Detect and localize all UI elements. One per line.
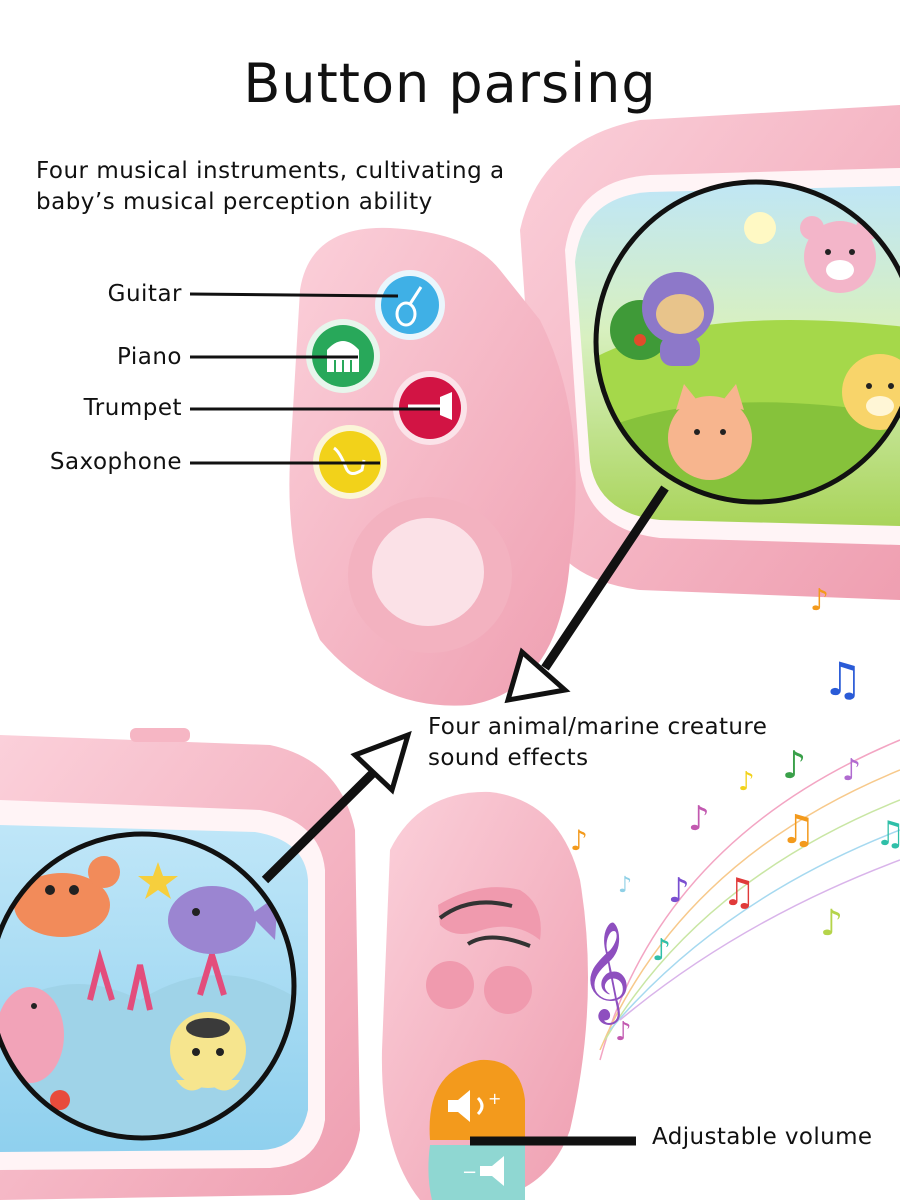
svg-text:♪: ♪ — [615, 1017, 632, 1047]
label-saxophone: Saxophone — [49, 449, 182, 475]
svg-text:♫: ♫ — [822, 652, 863, 706]
label-trumpet: Trumpet — [83, 395, 182, 421]
svg-text:♪: ♪ — [618, 873, 632, 898]
starfish-character — [138, 862, 178, 899]
intro-text: Four musical instruments, cultivating a … — [36, 158, 505, 215]
bottom-toy-grip — [381, 791, 588, 1200]
bottom-magnifier-circle — [0, 831, 297, 1141]
volume-up-button[interactable]: + — [429, 1059, 525, 1140]
guitar-button[interactable] — [375, 270, 445, 340]
svg-text:♪: ♪ — [820, 903, 843, 944]
top-magnifier-circle — [593, 179, 900, 505]
svg-text:♫: ♫ — [875, 814, 900, 854]
svg-text:♪: ♪ — [570, 824, 588, 857]
svg-text:♪: ♪ — [652, 933, 671, 968]
sound-effects-callout: Four animal/marine creature sound effect… — [428, 714, 768, 771]
svg-text:♪: ♪ — [782, 743, 806, 787]
svg-text:𝄞: 𝄞 — [580, 921, 631, 1025]
svg-text:♫: ♫ — [780, 807, 816, 853]
arrow-bottom-to-callout — [261, 730, 412, 884]
volume-up-icon: + — [448, 1089, 501, 1122]
svg-text:+: + — [488, 1089, 501, 1108]
monkey-character — [642, 272, 714, 366]
svg-text:♪: ♪ — [810, 583, 829, 618]
volume-down-button[interactable]: − — [428, 1145, 525, 1200]
music-note-icon — [426, 887, 541, 1014]
music-staff-decoration — [599, 739, 900, 1061]
treble-clef-icon: 𝄞 — [580, 921, 631, 1025]
guitar-pointer-line — [189, 292, 399, 298]
svg-text:♪: ♪ — [668, 871, 690, 911]
octopus-character — [170, 1012, 246, 1091]
svg-text:♫: ♫ — [722, 870, 756, 914]
svg-text:♪: ♪ — [688, 799, 710, 839]
svg-text:−: − — [462, 1162, 477, 1183]
trumpet-icon — [408, 392, 452, 420]
guitar-icon — [395, 286, 423, 327]
cat-character — [668, 384, 752, 480]
volume-down-icon: − — [462, 1156, 504, 1186]
music-notes-decoration: ♪ ♫ ♪ ♪ ♪ ♫ ♫ ♪ ♪ ♫ ♪ ♪ ♪ ♪ ♪ — [570, 583, 900, 1047]
arrow-top-to-callout — [504, 485, 669, 704]
saxophone-icon — [333, 446, 366, 475]
page-title: Button parsing — [243, 52, 657, 115]
label-piano: Piano — [117, 344, 182, 370]
svg-text:♪: ♪ — [738, 767, 755, 797]
seahorse-character — [0, 987, 64, 1083]
label-guitar: Guitar — [107, 281, 182, 307]
volume-label: Adjustable volume — [652, 1124, 873, 1150]
svg-text:♪: ♪ — [842, 753, 861, 788]
